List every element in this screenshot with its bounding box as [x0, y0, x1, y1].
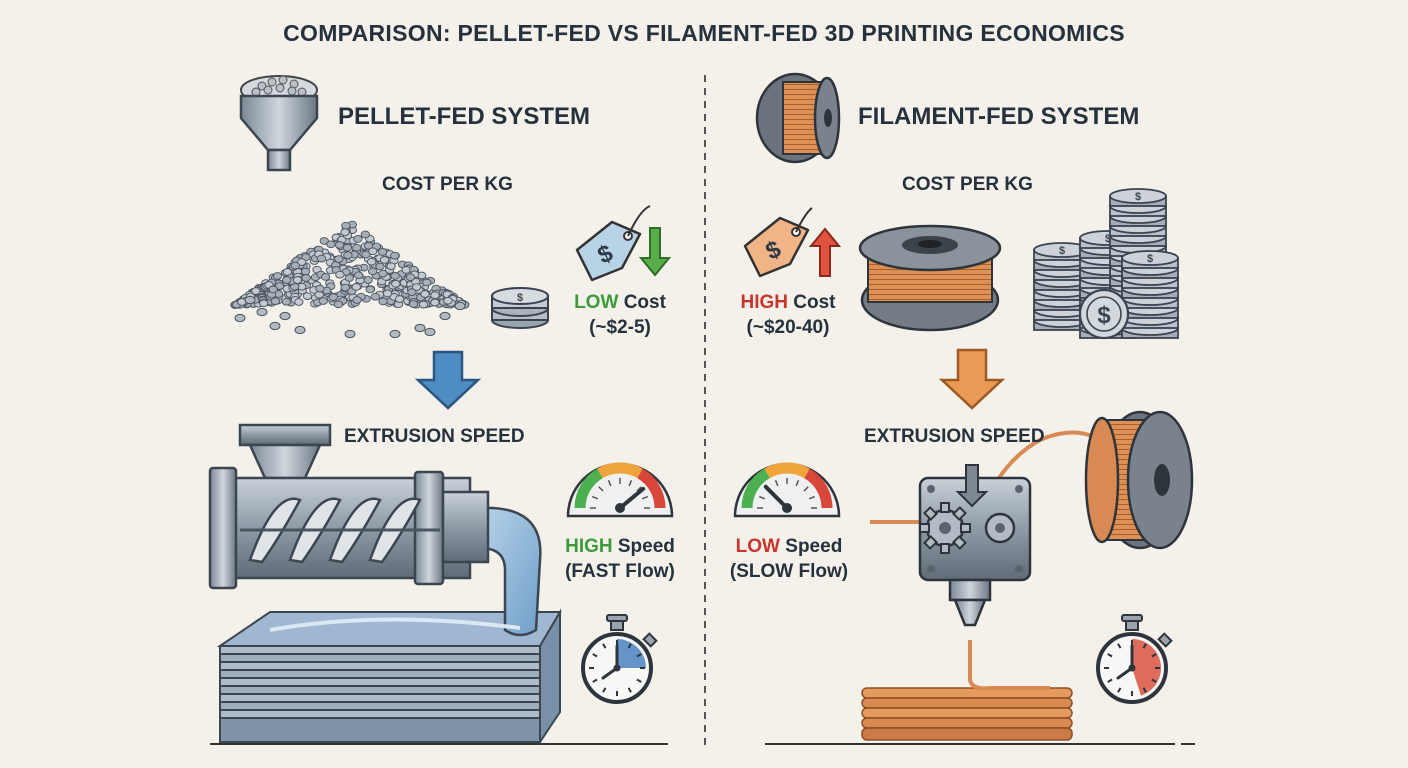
pellet-pile: [230, 220, 470, 339]
price-tag-icon: $: [575, 205, 651, 282]
pellet-speed-level: HIGH: [565, 536, 613, 557]
filament-spool-large: [858, 224, 1002, 332]
pellet-cost-range: (~$2-5): [589, 317, 651, 338]
filament-speed-word: Speed: [785, 536, 843, 557]
pellet-cost-word: Cost: [623, 292, 666, 313]
pellet-cost-label: COST PER KG: [382, 174, 513, 195]
filament-speed-value: LOW Speed (SLOW Flow): [720, 534, 858, 584]
filament-speed-label: EXTRUSION SPEED: [864, 426, 1045, 447]
gear-icon: [919, 502, 971, 554]
filament-cost-level: HIGH: [740, 292, 788, 313]
coin-stack-icon: $ $ $ $ $: [1033, 188, 1179, 340]
pellet-speed-label: EXTRUSION SPEED: [344, 426, 525, 447]
pellet-speed-value: HIGH Speed (FAST Flow): [556, 534, 684, 584]
page-title: COMPARISON: PELLET-FED VS FILAMENT-FED 3…: [283, 20, 1125, 46]
speedometer-icon: [566, 462, 674, 518]
filament-cost-value: HIGH Cost (~$20-40): [728, 290, 848, 340]
filament-cost-word: Cost: [793, 292, 836, 313]
pellet-cost-level: LOW: [574, 292, 619, 313]
speedometer-icon: [733, 462, 841, 518]
svg-text:$: $: [1097, 302, 1111, 329]
filament-cost-range: (~$20-40): [746, 317, 830, 338]
pellet-speed-note: (FAST Flow): [565, 561, 675, 582]
pellet-speed-word: Speed: [617, 536, 675, 557]
hopper-icon: [239, 75, 319, 172]
filament-speed-note: (SLOW Flow): [729, 561, 849, 582]
svg-text:$: $: [1135, 191, 1141, 203]
svg-text:$: $: [1147, 253, 1153, 265]
filament-spool-side: [1084, 410, 1194, 550]
pellet-cost-value: LOW Cost (~$2-5): [560, 290, 680, 340]
stopwatch-icon: [581, 614, 658, 704]
arrow-up-icon: [808, 227, 842, 277]
stopwatch-icon: [1096, 614, 1173, 704]
screw-extruder-icon: [208, 423, 562, 746]
filament-speed-level: LOW: [735, 536, 780, 557]
filament-heading: FILAMENT-FED SYSTEM: [858, 103, 1140, 130]
arrow-down-icon: [638, 227, 672, 277]
price-tag-icon: $: [743, 207, 813, 278]
svg-text:$: $: [1059, 245, 1065, 257]
svg-text:$: $: [517, 292, 523, 304]
filament-cost-label: COST PER KG: [902, 174, 1033, 195]
pellet-flow-arrow: [414, 350, 482, 410]
coin-stack-icon: $: [491, 287, 549, 329]
filament-flow-arrow: [938, 348, 1006, 410]
filament-spool-icon: [755, 72, 841, 164]
pellet-heading: PELLET-FED SYSTEM: [338, 103, 591, 130]
filament-hotend-icon: [861, 430, 1102, 741]
svg-text:$: $: [1105, 233, 1111, 245]
